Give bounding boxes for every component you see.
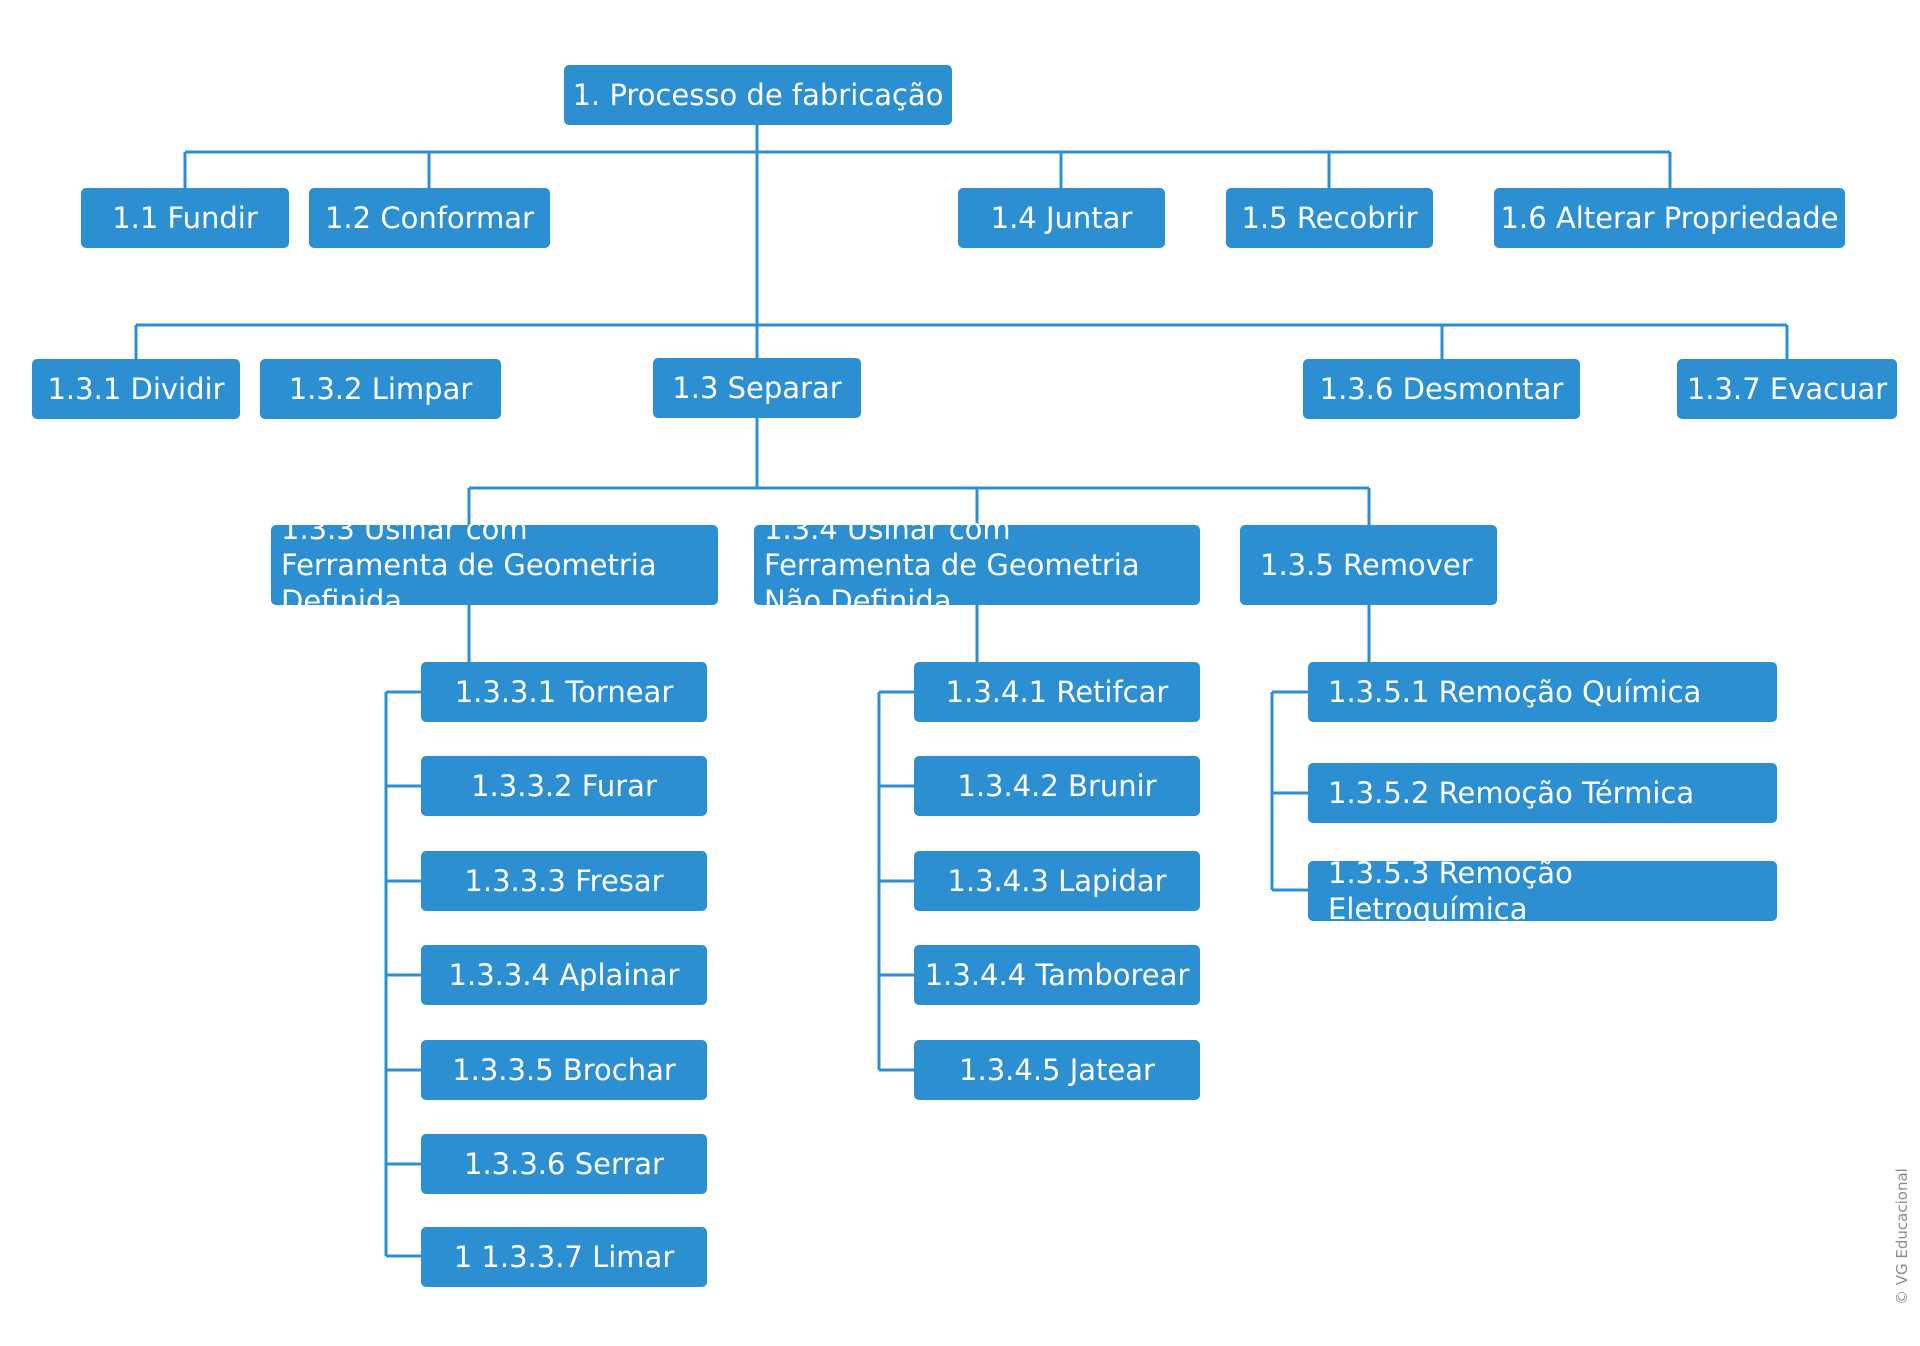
node-conformar[interactable]: 1.2 Conformar: [309, 188, 550, 248]
node-aplainar[interactable]: 1.3.3.4 Aplainar: [421, 945, 707, 1005]
node-lapidar[interactable]: 1.3.4.3 Lapidar: [914, 851, 1200, 911]
node-jatear[interactable]: 1.3.4.5 Jatear: [914, 1040, 1200, 1100]
node-desmontar[interactable]: 1.3.6 Desmontar: [1303, 359, 1580, 419]
node-tornear[interactable]: 1.3.3.1 Tornear: [421, 662, 707, 722]
node-serrar[interactable]: 1.3.3.6 Serrar: [421, 1134, 707, 1194]
node-usinar-geometria-nao-definida[interactable]: 1.3.4 Usinar com Ferramenta de Geometria…: [754, 512, 1200, 618]
node-remocao-quimica[interactable]: 1.3.5.1 Remoção Química: [1308, 662, 1777, 722]
node-recobrir[interactable]: 1.5 Recobrir: [1226, 188, 1433, 248]
node-evacuar[interactable]: 1.3.7 Evacuar: [1677, 359, 1897, 419]
node-remocao-eletroquimica[interactable]: 1.3.5.3 Remoção Eletroquímica: [1308, 856, 1777, 926]
node-retifcar[interactable]: 1.3.4.1 Retifcar: [914, 662, 1200, 722]
copyright-notice: © VG Educacional: [1893, 1168, 1911, 1305]
node-limpar[interactable]: 1.3.2 Limpar: [260, 359, 501, 419]
node-furar[interactable]: 1.3.3.2 Furar: [421, 756, 707, 816]
node-limar[interactable]: 1 1.3.3.7 Limar: [421, 1227, 707, 1287]
node-processo-de-fabricacao[interactable]: 1. Processo de fabricação: [564, 65, 952, 125]
node-brochar[interactable]: 1.3.3.5 Brochar: [421, 1040, 707, 1100]
node-usinar-geometria-definida[interactable]: 1.3.3 Usinar com Ferramenta de Geometria…: [271, 512, 718, 618]
node-remocao-termica[interactable]: 1.3.5.2 Remoção Térmica: [1308, 763, 1777, 823]
node-alterar-propriedade[interactable]: 1.6 Alterar Propriedade: [1494, 188, 1845, 248]
node-fresar[interactable]: 1.3.3.3 Fresar: [421, 851, 707, 911]
node-brunir[interactable]: 1.3.4.2 Brunir: [914, 756, 1200, 816]
node-remover[interactable]: 1.3.5 Remover: [1240, 525, 1497, 605]
node-separar[interactable]: 1.3 Separar: [653, 358, 861, 418]
node-juntar[interactable]: 1.4 Juntar: [958, 188, 1165, 248]
node-fundir[interactable]: 1.1 Fundir: [81, 188, 289, 248]
node-dividir[interactable]: 1.3.1 Dividir: [32, 359, 240, 419]
node-tamborear[interactable]: 1.3.4.4 Tamborear: [914, 945, 1200, 1005]
